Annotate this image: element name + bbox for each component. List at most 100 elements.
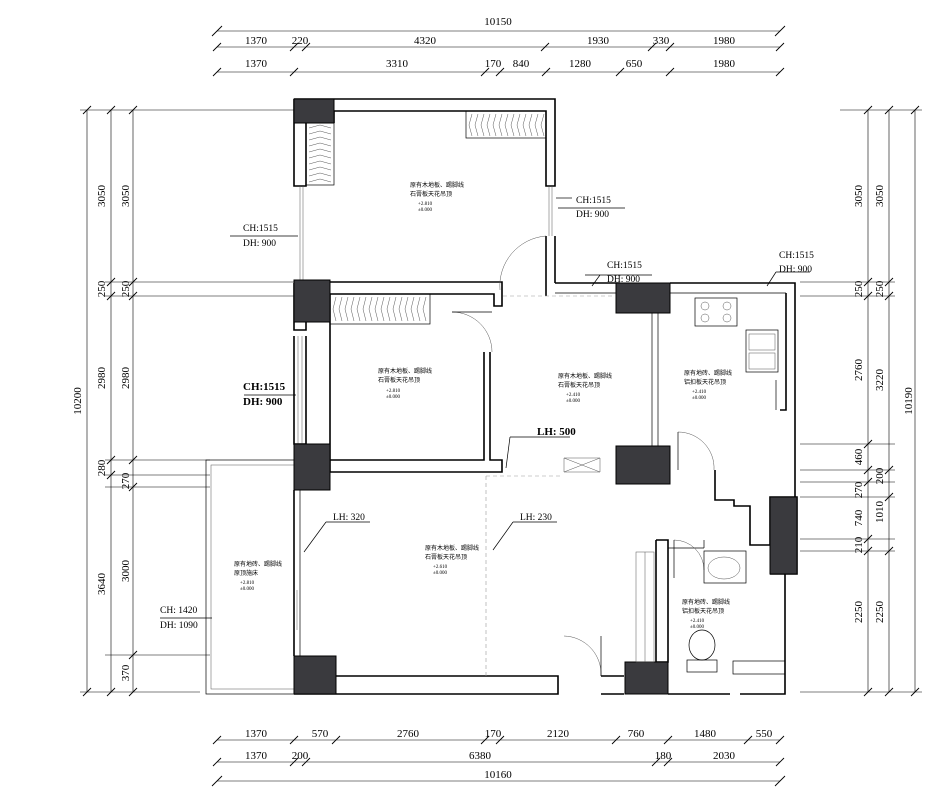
bottom-row1-dimensions: 1370 570 2760 170 2120 760 1480 550 bbox=[245, 728, 773, 740]
dim-label: 1980 bbox=[713, 35, 736, 47]
dimension-tick bbox=[495, 735, 505, 745]
dimension-tick bbox=[863, 465, 873, 475]
room-level: ±0.000 bbox=[690, 625, 704, 630]
room-level: +2.810 bbox=[386, 389, 401, 394]
dim-label: 4320 bbox=[414, 35, 437, 47]
bottom-total-dimension: 10160 bbox=[484, 769, 512, 781]
dimension-tick bbox=[663, 757, 673, 767]
dimension-tick bbox=[775, 735, 785, 745]
dimension-tick bbox=[82, 687, 92, 697]
door-height-label: DH: 900 bbox=[607, 275, 640, 285]
bathroom-fixtures bbox=[635, 550, 786, 675]
hanger-mark bbox=[422, 296, 427, 322]
room-level: +2.410 bbox=[566, 393, 581, 398]
dimension-tick bbox=[212, 735, 222, 745]
door-height-label: DH: 1090 bbox=[160, 621, 198, 631]
dim-label: 760 bbox=[628, 728, 645, 740]
dim-label: 3220 bbox=[874, 369, 886, 392]
wardrobe-middle bbox=[329, 293, 431, 325]
dim-label: 3050 bbox=[120, 185, 132, 208]
hanger-mark bbox=[468, 113, 473, 137]
dimension-tick bbox=[651, 757, 661, 767]
room-note-line: 铝扣板天花吊顶 bbox=[684, 378, 726, 386]
dimension-tick bbox=[863, 277, 873, 287]
dim-label: 200 bbox=[292, 750, 309, 762]
dimension-tick bbox=[863, 477, 873, 487]
dim-label: 2120 bbox=[547, 728, 570, 740]
door-height-label: DH: 900 bbox=[243, 239, 276, 249]
dim-label: 3050 bbox=[96, 185, 108, 208]
hanger-mark bbox=[308, 160, 332, 165]
hanger-mark bbox=[492, 113, 497, 137]
hanger-mark bbox=[350, 296, 355, 322]
right-dimension-labels: 3050 250 2760 460 270 740 210 2250 3050 … bbox=[853, 185, 915, 624]
dim-label: 740 bbox=[853, 509, 865, 526]
dim-label: 2250 bbox=[853, 601, 865, 624]
room-level: ±0.000 bbox=[433, 571, 447, 576]
room-note-living: 原有木地板、踢脚线 石膏板天花吊顶 +2.610 ±0.000 bbox=[425, 544, 479, 576]
dimension-tick bbox=[106, 470, 116, 480]
balcony bbox=[205, 459, 295, 695]
room-note-bathroom: 原有地砖、踢脚线 铝扣板天花吊顶 +2.410 ±0.000 bbox=[682, 598, 730, 630]
dimension-tick bbox=[863, 546, 873, 556]
room-level: ±0.000 bbox=[418, 208, 432, 213]
hanger-mark bbox=[380, 296, 385, 322]
dim-label: 1010 bbox=[874, 501, 886, 524]
dim-label: 570 bbox=[312, 728, 329, 740]
dimension-tick bbox=[910, 687, 920, 697]
dim-label: 1370 bbox=[245, 728, 268, 740]
top-row1-dimensions: 1370 220 4320 1930 330 1980 bbox=[245, 35, 736, 47]
dimension-tick bbox=[863, 105, 873, 115]
dimension-tick bbox=[480, 735, 490, 745]
dim-label: 2980 bbox=[96, 367, 108, 390]
hanger-mark bbox=[504, 113, 509, 137]
wardrobe-left bbox=[305, 122, 335, 186]
room-note-hall: 原有木地板、踢脚线 石膏板天花吊顶 +2.410 ±0.000 bbox=[558, 372, 612, 404]
dim-label: 1370 bbox=[245, 58, 268, 70]
dimension-tick bbox=[884, 687, 894, 697]
dim-label: 550 bbox=[756, 728, 773, 740]
hanger-mark bbox=[308, 136, 332, 141]
hanger-mark bbox=[480, 113, 485, 137]
door-height-label: DH: 900 bbox=[779, 265, 812, 275]
dimension-tick bbox=[910, 105, 920, 115]
ceiling-height-label: CH:1515 bbox=[576, 196, 611, 206]
dimension-tick bbox=[212, 67, 222, 77]
hanger-mark bbox=[534, 113, 539, 137]
room-note-line: 原有地砖、踢脚线 bbox=[684, 369, 732, 377]
dimension-tick bbox=[884, 291, 894, 301]
dim-label: 2760 bbox=[397, 728, 420, 740]
dimension-tick bbox=[289, 735, 299, 745]
room-level: ±0.000 bbox=[692, 396, 706, 401]
zone-dashed-lines bbox=[485, 295, 612, 676]
hanger-mark bbox=[510, 113, 515, 137]
dim-label: 3050 bbox=[853, 185, 865, 208]
hanger-mark bbox=[498, 113, 503, 137]
lintel-height-label-bold: LH: 500 bbox=[537, 426, 576, 438]
dimension-tick bbox=[331, 735, 341, 745]
dimension-tick bbox=[863, 439, 873, 449]
right-total-dimension: 10190 bbox=[903, 387, 915, 415]
room-level: +2.410 bbox=[690, 619, 705, 624]
room-note-bedroom-top: 原有木地板、踢脚线 石膏板天花吊顶 +2.810 ±0.000 bbox=[410, 181, 464, 213]
dimension-tick bbox=[884, 492, 894, 502]
dimension-tick bbox=[540, 42, 550, 52]
room-level: +2.810 bbox=[240, 581, 255, 586]
room-level: +2.610 bbox=[433, 565, 448, 570]
room-level: ±0.000 bbox=[566, 399, 580, 404]
hanger-mark bbox=[386, 296, 391, 322]
dimension-tick bbox=[663, 735, 673, 745]
dimension-tick bbox=[775, 757, 785, 767]
hanger-mark bbox=[368, 296, 373, 322]
dim-label: 250 bbox=[853, 280, 865, 297]
dim-label: 2250 bbox=[874, 601, 886, 624]
dimension-tick bbox=[128, 650, 138, 660]
room-note-line: 石膏板天花吊顶 bbox=[425, 553, 467, 561]
dimension-tick bbox=[289, 42, 299, 52]
dimension-tick bbox=[289, 67, 299, 77]
room-note-bedroom-middle: 原有木地板、踢脚线 石膏板天花吊顶 +2.810 ±0.000 bbox=[378, 367, 432, 400]
dimension-tick bbox=[289, 757, 299, 767]
hanger-mark bbox=[398, 296, 403, 322]
dim-label: 3050 bbox=[874, 185, 886, 208]
dim-label: 210 bbox=[853, 536, 865, 553]
